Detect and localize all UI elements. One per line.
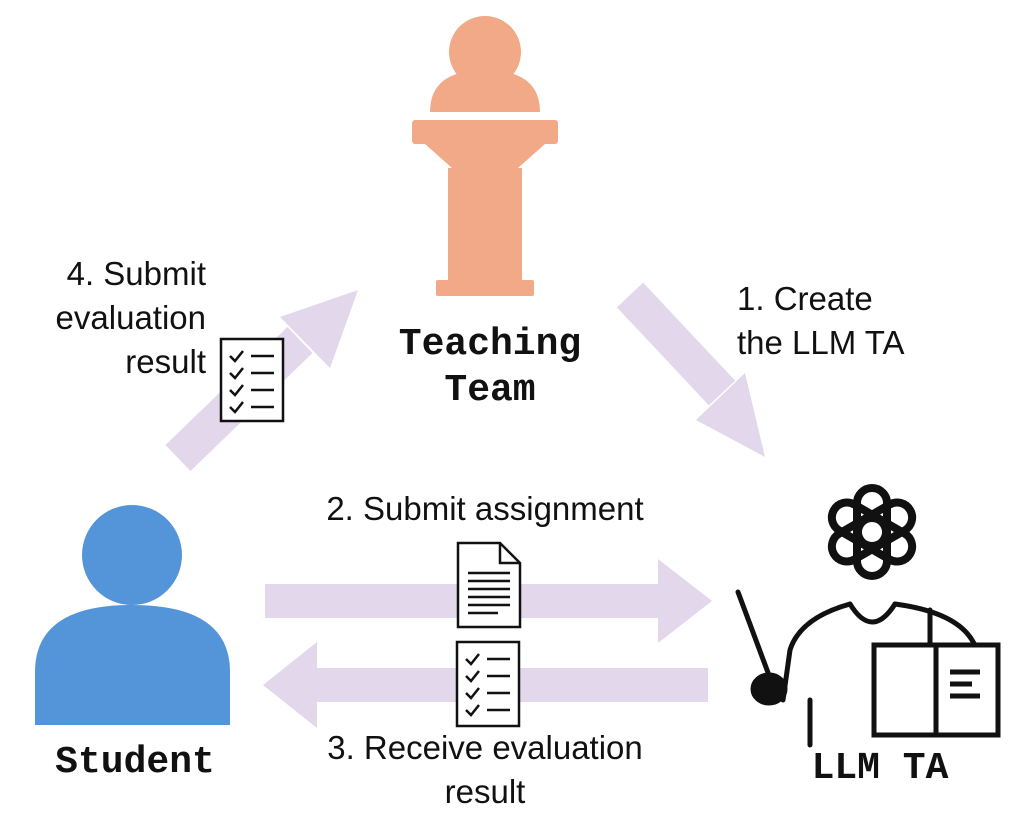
book-icon	[871, 642, 1001, 738]
step1-label: 1. Create the LLM TA	[737, 277, 905, 365]
step4-label-line1: 4. Submit	[66, 255, 206, 292]
step1-label-line1: 1. Create	[737, 280, 873, 317]
teaching-team-label: Teaching Team	[370, 322, 610, 414]
podium-person-icon	[412, 16, 558, 296]
step4-label: 4. Submit evaluation result	[10, 252, 206, 384]
step2-label: 2. Submit assignment	[326, 490, 644, 527]
step3-label-line1: 3. Receive evaluation	[327, 729, 643, 766]
step3-label: 3. Receive evaluation result	[270, 726, 700, 814]
teacher-with-pointer-icon	[735, 589, 981, 748]
student-label: Student	[55, 741, 215, 784]
teaching-team-label-line1: Teaching	[398, 323, 582, 366]
step4-label-line2: evaluation	[55, 299, 206, 336]
arrow-teaching-team-to-llm-ta	[616, 282, 765, 457]
person-icon	[35, 505, 230, 725]
step4-label-line3: result	[125, 343, 206, 380]
document-icon	[456, 541, 522, 629]
step3-label-line2: result	[444, 773, 526, 810]
openai-logo-icon	[827, 484, 917, 580]
checklist-icon	[455, 640, 521, 728]
checklist-icon	[219, 337, 285, 423]
llm-ta-label: LLM TA	[811, 747, 949, 790]
teaching-team-label-line2: Team	[444, 369, 536, 412]
step1-label-line2: the LLM TA	[737, 324, 905, 361]
